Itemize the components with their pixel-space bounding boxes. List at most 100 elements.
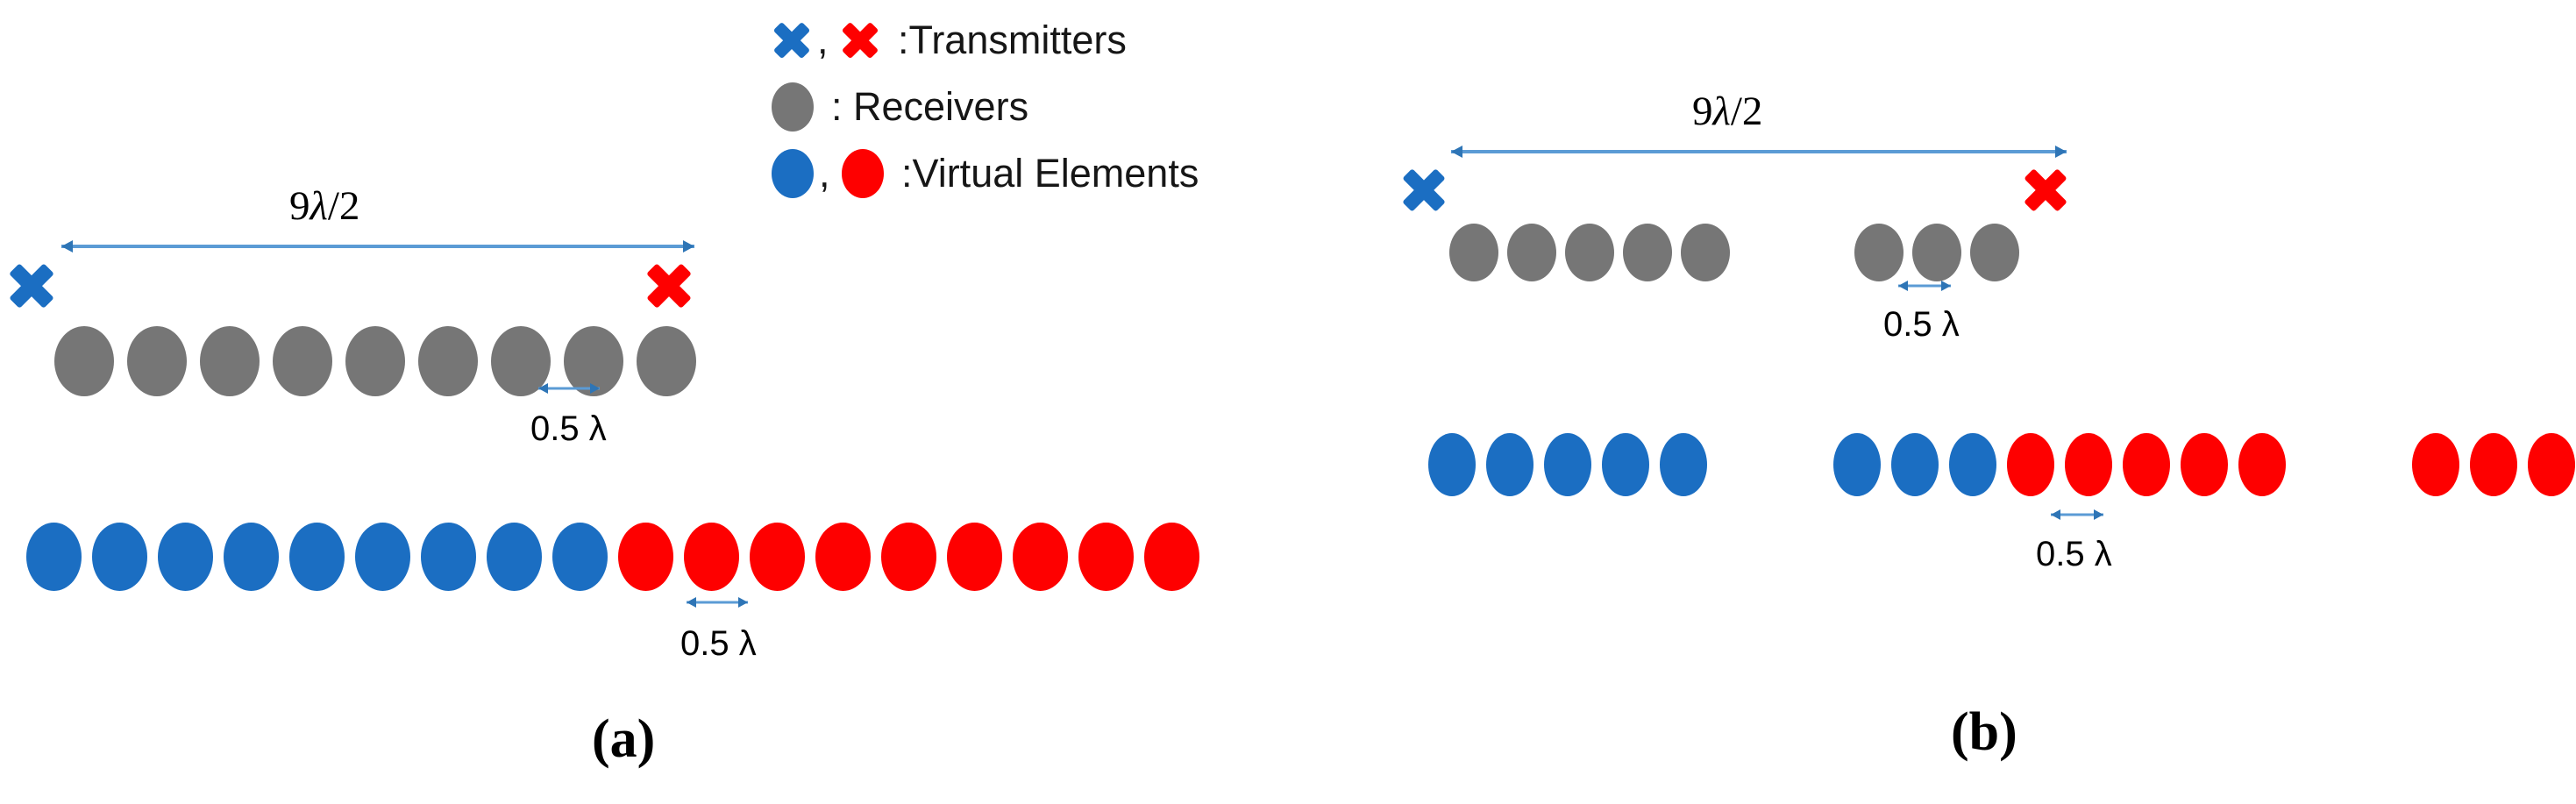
transmitter-right-x-icon <box>644 261 694 310</box>
receiver-element <box>54 326 114 396</box>
virtual-element <box>815 523 871 591</box>
virtual-element <box>2181 433 2228 496</box>
virtual-element <box>1078 523 1134 591</box>
blue-circle-icon <box>772 149 814 198</box>
spacing-label-receivers-b: 0.5 λ <box>1883 305 1960 344</box>
receiver-element <box>637 326 696 396</box>
arrow-bar <box>687 601 748 604</box>
arrow-bar <box>61 245 694 248</box>
receiver-element <box>1912 224 1961 281</box>
receiver-element <box>127 326 187 396</box>
blue-x-icon <box>772 20 812 60</box>
legend-separator: , <box>819 151 830 196</box>
red-x-icon <box>840 20 880 60</box>
virtual-element <box>552 523 608 591</box>
spacing-label-virtual-b: 0.5 λ <box>2036 535 2112 573</box>
virtual-element <box>2007 433 2054 496</box>
receiver-element <box>1507 224 1556 281</box>
virtual-element <box>1891 433 1939 496</box>
arrow-head-right-icon <box>738 597 748 608</box>
aperture-arrow-b <box>1451 143 2067 160</box>
virtual-element <box>881 523 936 591</box>
receiver-element <box>1449 224 1498 281</box>
arrow-head-right-icon <box>2094 509 2103 520</box>
virtual-element <box>1144 523 1199 591</box>
virtual-element-array-a <box>26 523 1254 591</box>
arrow-bar <box>538 387 600 390</box>
panel-caption-b: (b) <box>1951 702 2017 762</box>
virtual-element <box>1544 433 1591 496</box>
legend-label-virtual_elements: :Virtual Elements <box>901 151 1199 196</box>
aperture-label-b: 9λ/2 <box>1692 89 1763 134</box>
arrow-head-right-icon <box>1941 281 1951 291</box>
spacing-arrow-receivers-a <box>538 380 600 397</box>
receiver-element <box>418 326 478 396</box>
virtual-element <box>2238 433 2286 496</box>
virtual-element <box>1949 433 1996 496</box>
receiver-array-b <box>1449 224 2576 281</box>
virtual-element <box>355 523 410 591</box>
virtual-element <box>947 523 1002 591</box>
virtual-element <box>684 523 739 591</box>
virtual-element <box>1013 523 1068 591</box>
virtual-element <box>1486 433 1534 496</box>
aperture-label-a: 9λ/2 <box>289 183 360 229</box>
gray-ellipse-icon <box>772 82 814 132</box>
legend: , :Transmitters : Receivers, :Virtual Eleme… <box>772 12 1526 212</box>
virtual-element <box>618 523 673 591</box>
panel-caption-a: (a) <box>592 709 656 769</box>
virtual-element <box>2412 433 2459 496</box>
virtual-element <box>2470 433 2517 496</box>
receiver-element <box>345 326 405 396</box>
receiver-array-a <box>54 326 1282 396</box>
spacing-arrow-receivers-b <box>1898 277 1951 295</box>
virtual-element <box>1660 433 1707 496</box>
legend-label-receivers: : Receivers <box>831 84 1029 129</box>
arrow-head-left-icon <box>1451 146 1462 158</box>
aperture-arrow-a <box>61 238 694 255</box>
virtual-element <box>421 523 476 591</box>
arrow-head-left-icon <box>61 240 73 253</box>
virtual-element <box>2065 433 2112 496</box>
receiver-element <box>273 326 332 396</box>
arrow-head-left-icon <box>687 597 696 608</box>
spacing-label-receivers-a: 0.5 λ <box>530 409 607 448</box>
arrow-head-right-icon <box>683 240 694 253</box>
receiver-element <box>1854 224 1904 281</box>
arrow-head-left-icon <box>1898 281 1908 291</box>
legend-row-virtual_elements: , :Virtual Elements <box>772 146 1526 202</box>
virtual-element <box>2528 433 2575 496</box>
virtual-element <box>92 523 147 591</box>
transmitter-left-x-icon <box>1400 167 1448 214</box>
legend-label-transmitters: :Transmitters <box>898 18 1127 62</box>
legend-separator: , <box>817 18 829 62</box>
arrow-head-left-icon <box>538 383 548 394</box>
red-circle-icon <box>842 149 884 198</box>
receiver-element <box>1970 224 2019 281</box>
virtual-element <box>1833 433 1881 496</box>
virtual-element <box>289 523 345 591</box>
spacing-arrow-virtual-b <box>2051 506 2103 523</box>
legend-row-transmitters: , :Transmitters <box>772 12 1526 68</box>
arrow-head-left-icon <box>2051 509 2060 520</box>
receiver-element <box>1565 224 1614 281</box>
receiver-element <box>1681 224 1730 281</box>
receiver-element <box>200 326 260 396</box>
virtual-element <box>224 523 279 591</box>
arrow-head-right-icon <box>2055 146 2067 158</box>
virtual-element <box>2123 433 2170 496</box>
transmitter-right-x-icon <box>2022 167 2069 214</box>
virtual-element <box>1428 433 1476 496</box>
arrow-bar <box>1898 284 1951 288</box>
receiver-element <box>1623 224 1672 281</box>
spacing-label-virtual-a: 0.5 λ <box>680 624 757 663</box>
virtual-element <box>1602 433 1649 496</box>
virtual-element <box>26 523 82 591</box>
virtual-element <box>750 523 805 591</box>
virtual-element <box>487 523 542 591</box>
legend-row-receivers: : Receivers <box>772 79 1526 135</box>
arrow-bar <box>1451 150 2067 153</box>
arrow-head-right-icon <box>590 383 600 394</box>
virtual-element <box>158 523 213 591</box>
